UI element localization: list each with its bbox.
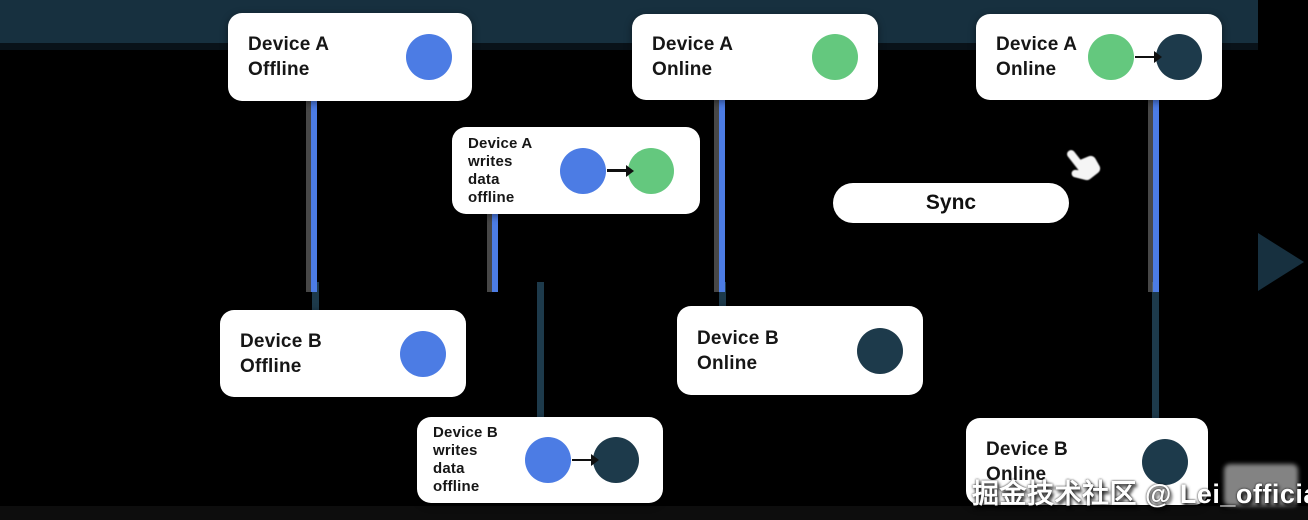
- card-line: writes: [468, 152, 513, 170]
- transition-arrow-icon: [1135, 52, 1162, 62]
- sync-button-label: Sync: [925, 191, 977, 214]
- card-title: Device B Online: [986, 437, 1142, 487]
- card-device-a-offline: Device A Offline: [228, 13, 472, 101]
- card-line: writes: [433, 442, 478, 459]
- watermark-blob: [1224, 464, 1298, 506]
- synced-state-dot: [1156, 34, 1202, 80]
- card-line: Device A: [652, 34, 734, 55]
- offline-state-dot: [400, 330, 446, 377]
- synced-state-dot: [857, 327, 903, 374]
- connector-device-a-online-synced: [1153, 99, 1159, 292]
- card-line: Device B: [697, 327, 779, 349]
- connector-device-b-offline: [312, 282, 319, 312]
- card-line: Online: [697, 352, 758, 374]
- card-device-b-writes-offline: Device B writes data offline: [417, 417, 663, 503]
- offline-state-dot: [560, 147, 606, 194]
- card-line: Device B: [433, 424, 498, 441]
- sync-button[interactable]: Sync: [833, 183, 1069, 223]
- connector-device-a-online: [719, 99, 725, 292]
- hand-pointer-cursor-icon: [1067, 150, 1101, 181]
- synced-state-dot: [1142, 438, 1188, 485]
- synced-state-dot: [593, 437, 639, 483]
- card-line: Offline: [248, 59, 310, 80]
- connector-device-a-offline: [311, 100, 317, 292]
- offline-state-dot: [406, 34, 452, 80]
- card-device-b-online: Device B Online: [677, 306, 923, 395]
- card-title: Device A Online: [996, 32, 1088, 82]
- card-device-b-offline: Device B Offline: [220, 310, 466, 397]
- card-title: Device A writes data offline: [468, 135, 560, 207]
- card-line: Device A: [996, 34, 1078, 55]
- card-title: Device B Offline: [240, 329, 400, 379]
- card-line: Device A: [248, 34, 330, 55]
- connector-device-b-online-synced: [1152, 282, 1159, 419]
- offline-state-dot: [525, 437, 571, 483]
- card-device-a-writes-offline: Device A writes data offline: [452, 127, 700, 214]
- card-line: Device B: [240, 330, 322, 352]
- online-state-dot: [1088, 34, 1134, 80]
- card-device-b-online-synced: Device B Online: [966, 418, 1208, 505]
- card-line: Device B: [986, 438, 1068, 460]
- online-state-dot: [812, 34, 858, 80]
- card-line: Online: [996, 59, 1057, 80]
- card-title: Device A Online: [652, 32, 812, 82]
- connector-device-a-writes: [492, 213, 498, 292]
- card-title: Device B Online: [697, 326, 857, 376]
- card-line: data: [468, 170, 500, 188]
- card-device-a-online: Device A Online: [632, 14, 878, 100]
- bottom-strip: [0, 506, 1308, 520]
- card-line: Device A: [468, 134, 533, 152]
- transition-arrow-icon: [572, 455, 599, 465]
- watermark-text: 掘金技术社区 @ Lei_official: [972, 479, 1308, 509]
- card-line: Offline: [240, 355, 302, 377]
- card-device-a-online-synced: Device A Online: [976, 14, 1222, 100]
- card-line: offline: [468, 188, 515, 206]
- card-line: Online: [986, 463, 1047, 485]
- online-state-dot: [628, 147, 674, 194]
- card-line: offline: [433, 478, 480, 495]
- card-line: data: [433, 460, 465, 477]
- connector-device-b-online: [719, 282, 726, 307]
- card-title: Device A Offline: [248, 32, 406, 82]
- connector-device-b-writes: [537, 282, 544, 418]
- card-line: Online: [652, 59, 713, 80]
- timeline-arrowhead-icon: [1258, 233, 1304, 291]
- transition-arrow-icon: [607, 165, 634, 176]
- card-title: Device B writes data offline: [433, 424, 525, 496]
